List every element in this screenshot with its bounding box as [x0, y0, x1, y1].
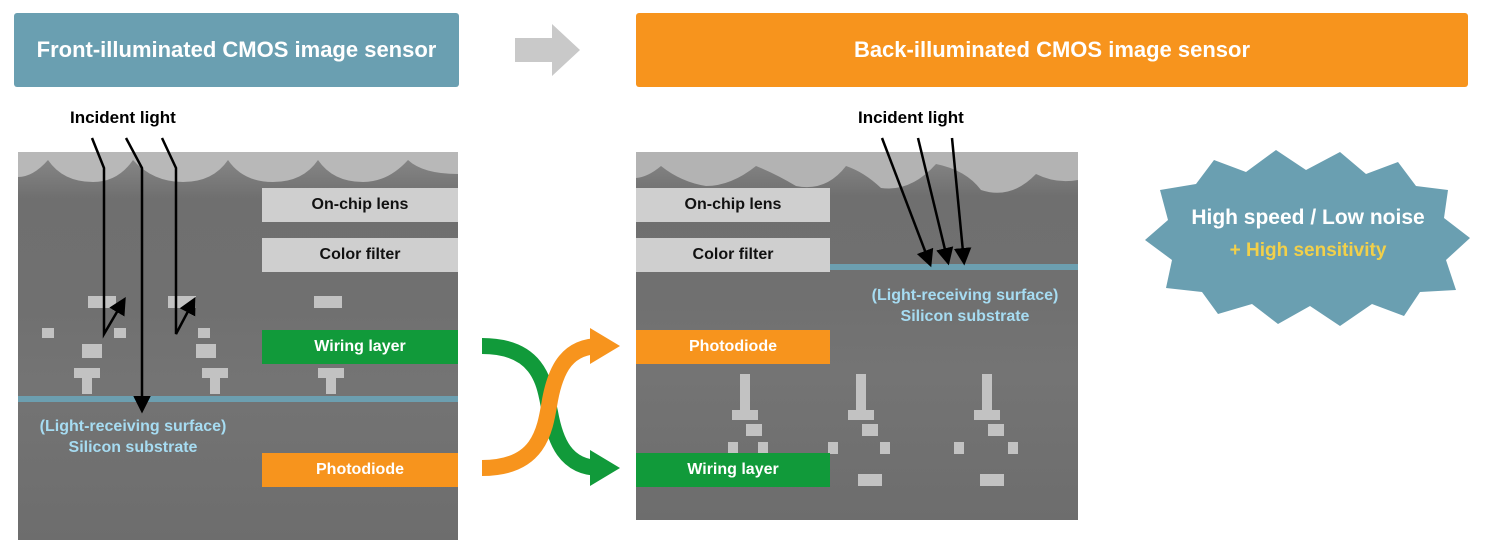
badge-line1: High speed / Low noise: [1191, 206, 1425, 229]
front-on-chip-lens-tag: On-chip lens: [262, 188, 458, 222]
wiring-swap-arrowhead-icon: [590, 450, 620, 486]
front-substrate-line2: Silicon substrate: [68, 439, 198, 456]
back-substrate-line1: (Light-receiving surface): [871, 287, 1059, 304]
back-incident-light-label: Incident light: [858, 108, 964, 127]
back-incident-light-rays: [880, 137, 972, 268]
starburst-badge-icon: [1145, 150, 1470, 326]
front-substrate-line1: (Light-receiving surface): [39, 418, 227, 435]
front-light-ray-right: [160, 137, 196, 335]
photodiode-swap-arrowhead-icon: [590, 328, 620, 364]
back-substrate-line2: Silicon substrate: [900, 308, 1030, 325]
front-photodiode-tag: Photodiode: [262, 453, 458, 487]
badge-text: High speed / Low noise + High sensitivit…: [1160, 206, 1456, 262]
front-wiring-layer-tag: Wiring layer: [262, 330, 458, 364]
badge-line2: + High sensitivity: [1229, 240, 1387, 261]
front-substrate-label: (Light-receiving surface) Silicon substr…: [18, 416, 248, 458]
front-light-receiving-surface-line: [18, 396, 458, 402]
back-photodiode-tag: Photodiode: [636, 330, 830, 364]
front-light-ray-left: [90, 137, 126, 339]
back-on-chip-lens-tag: On-chip lens: [636, 188, 830, 222]
front-illuminated-header: Front-illuminated CMOS image sensor: [14, 13, 459, 87]
back-light-ray-right: [950, 137, 972, 266]
back-light-ray-left: [880, 137, 934, 268]
front-light-ray-center: [124, 137, 151, 414]
back-illuminated-header: Back-illuminated CMOS image sensor: [636, 13, 1468, 87]
back-light-ray-center: [916, 137, 954, 266]
photodiode-swap-arrow: [481, 338, 601, 476]
back-wiring-layer-tag: Wiring layer: [636, 453, 830, 487]
back-substrate-label: (Light-receiving surface) Silicon substr…: [850, 285, 1080, 327]
front-incident-light-rays: [90, 137, 196, 414]
front-incident-light-label: Incident light: [70, 108, 176, 127]
back-lens-domes: [636, 152, 1078, 193]
back-color-filter-tag: Color filter: [636, 238, 830, 272]
back-light-receiving-surface-line: [830, 264, 1078, 270]
header-transition-arrow-icon: [515, 24, 580, 76]
front-color-filter-tag: Color filter: [262, 238, 458, 272]
front-lens-domes: [18, 152, 458, 182]
